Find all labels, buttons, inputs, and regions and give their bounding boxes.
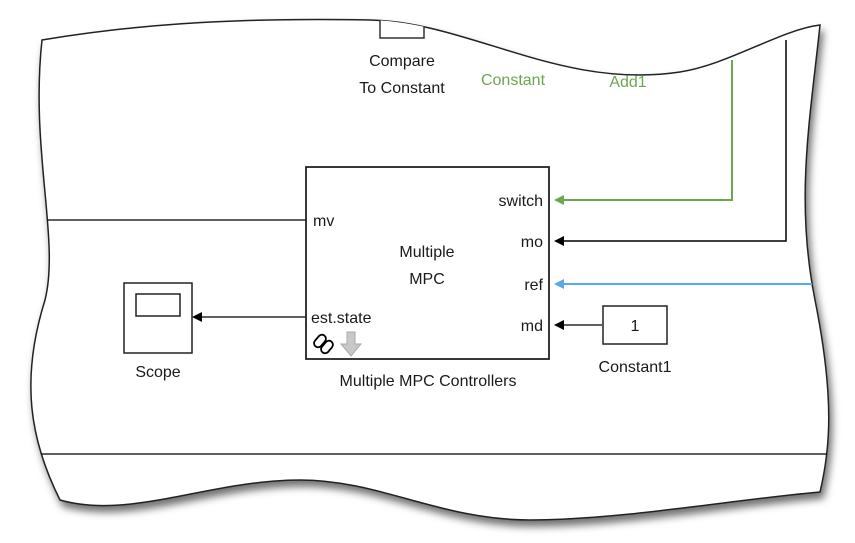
mo-signal-line[interactable] [554, 40, 787, 246]
port-mv-label: mv [313, 213, 334, 230]
port-md-label: md [521, 318, 543, 335]
constant1-block[interactable]: 1 [602, 305, 668, 345]
mpc-title-line2: MPC [409, 271, 445, 288]
mpc-block-body[interactable] [305, 166, 550, 360]
port-mo-label: mo [521, 234, 543, 251]
constant-label: Constant [481, 72, 546, 89]
add-label: Add1 [609, 74, 646, 91]
library-link-icon [313, 333, 334, 355]
port-ref-label: ref [524, 277, 543, 294]
variant-arrow-icon [339, 331, 363, 357]
multiple-mpc-block[interactable]: Multiple MPC mv est.state switch mo ref … [305, 166, 550, 360]
mpc-block-caption: Multiple MPC Controllers [340, 373, 517, 390]
switch-signal-line[interactable] [554, 60, 733, 205]
port-est-state-label: est.state [311, 310, 372, 327]
constant1-block-body[interactable] [602, 305, 668, 345]
constant1-value: 1 [631, 318, 640, 335]
scope-screen-icon [135, 293, 181, 317]
mpc-title-line1: Multiple [399, 244, 454, 261]
scope-block[interactable] [123, 282, 193, 354]
scope-caption: Scope [135, 364, 180, 381]
compare-label-line2: To Constant [359, 80, 445, 97]
compare-block-remnant[interactable] [379, 18, 425, 39]
compare-label-line1: Compare [369, 53, 435, 70]
port-switch-label: switch [499, 193, 543, 210]
constant1-caption: Constant1 [599, 359, 672, 376]
